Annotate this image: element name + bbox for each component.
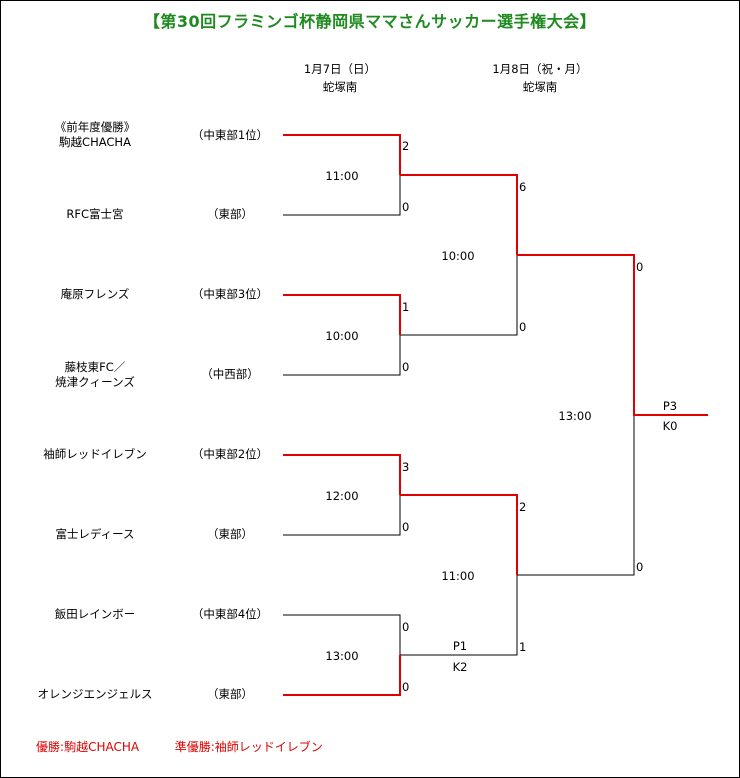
pk-score: K2 xyxy=(452,660,468,674)
bracket-line xyxy=(283,175,401,216)
winner-label: 優勝 xyxy=(36,740,61,754)
pk-score: K0 xyxy=(662,419,678,433)
team-name-line2: 駒越CHACHA xyxy=(59,135,131,149)
match-time: 10:00 xyxy=(325,329,359,343)
round2-venue: 蛇塚南 xyxy=(522,80,558,94)
page-title: 【第30回フラミンゴ杯静岡県ママさんサッカー選手権大会】 xyxy=(143,12,597,31)
match-score: 0 xyxy=(402,620,410,634)
match-score: 1 xyxy=(519,640,527,654)
team-name-line1: 袖師レッドイレブン xyxy=(43,447,147,461)
team-region: （東部） xyxy=(207,207,253,221)
bracket-line xyxy=(283,614,401,655)
team-region: （中東部4位） xyxy=(191,607,269,621)
team-name-line1: 富士レディース xyxy=(55,527,135,541)
match-time: 11:00 xyxy=(441,569,475,583)
runner-up-label: 準優勝 xyxy=(174,740,211,754)
winner-name: 駒越CHACHA xyxy=(64,740,140,754)
match-time: 12:00 xyxy=(325,489,359,503)
bracket-line xyxy=(283,335,401,376)
match-score: 0 xyxy=(519,320,527,334)
match-score: 0 xyxy=(402,520,410,534)
bracket-line xyxy=(283,495,401,536)
match-time: 13:00 xyxy=(558,409,592,423)
bracket-winner-line xyxy=(517,254,708,416)
round1-venue: 蛇塚南 xyxy=(322,80,358,94)
pk-score: P1 xyxy=(452,639,468,653)
results-footer: 優勝:駒越CHACHA 準優勝:袖師レッドイレブン xyxy=(36,740,323,754)
bracket-winner-line xyxy=(283,134,401,175)
round1-date: 1月7日（日） xyxy=(303,62,377,76)
match-time: 13:00 xyxy=(325,649,359,663)
team-region: （東部） xyxy=(207,527,253,541)
team-name-line1: オレンジエンジェルス xyxy=(37,687,153,701)
team-region: （東部） xyxy=(207,687,253,701)
match-score: 0 xyxy=(402,680,410,694)
match-time: 10:00 xyxy=(441,249,475,263)
team-name-line2: 焼津クィーンズ xyxy=(55,375,135,389)
bracket-winner-line xyxy=(400,494,518,575)
match-score: 0 xyxy=(636,260,644,274)
team-region: （中東部3位） xyxy=(191,287,269,301)
round2-date: 1月8日（祝・月） xyxy=(492,62,588,76)
match-score: 6 xyxy=(519,180,527,194)
bracket-winner-line xyxy=(283,454,401,495)
match-score: 3 xyxy=(402,460,410,474)
match-score: 0 xyxy=(402,200,410,214)
match-score: 1 xyxy=(402,300,410,314)
team-name-line1: 藤枝東FC／ xyxy=(64,360,126,374)
match-score: 0 xyxy=(402,360,410,374)
match-score: 0 xyxy=(636,560,644,574)
team-name-line1: 《前年度優勝》 xyxy=(54,120,136,134)
pk-score: P3 xyxy=(662,399,678,413)
match-time: 11:00 xyxy=(325,169,359,183)
bracket-line xyxy=(517,415,635,576)
match-score: 2 xyxy=(519,500,527,514)
runner-up-name: 袖師レッドイレブン xyxy=(214,740,323,754)
bracket-line xyxy=(400,255,518,336)
team-region: （中西部） xyxy=(201,367,259,381)
team-name-line1: 庵原フレンズ xyxy=(60,287,130,301)
bracket-winner-line xyxy=(400,174,518,255)
bracket-winner-line xyxy=(283,294,401,335)
team-region: （中東部2位） xyxy=(191,447,269,461)
bracket-winner-line xyxy=(283,655,401,696)
team-name-line1: RFC富士宮 xyxy=(66,207,124,221)
team-region: （中東部1位） xyxy=(191,128,269,142)
match-score: 2 xyxy=(402,139,410,153)
bracket-line xyxy=(400,575,518,656)
team-name-line1: 飯田レインボー xyxy=(54,607,136,621)
